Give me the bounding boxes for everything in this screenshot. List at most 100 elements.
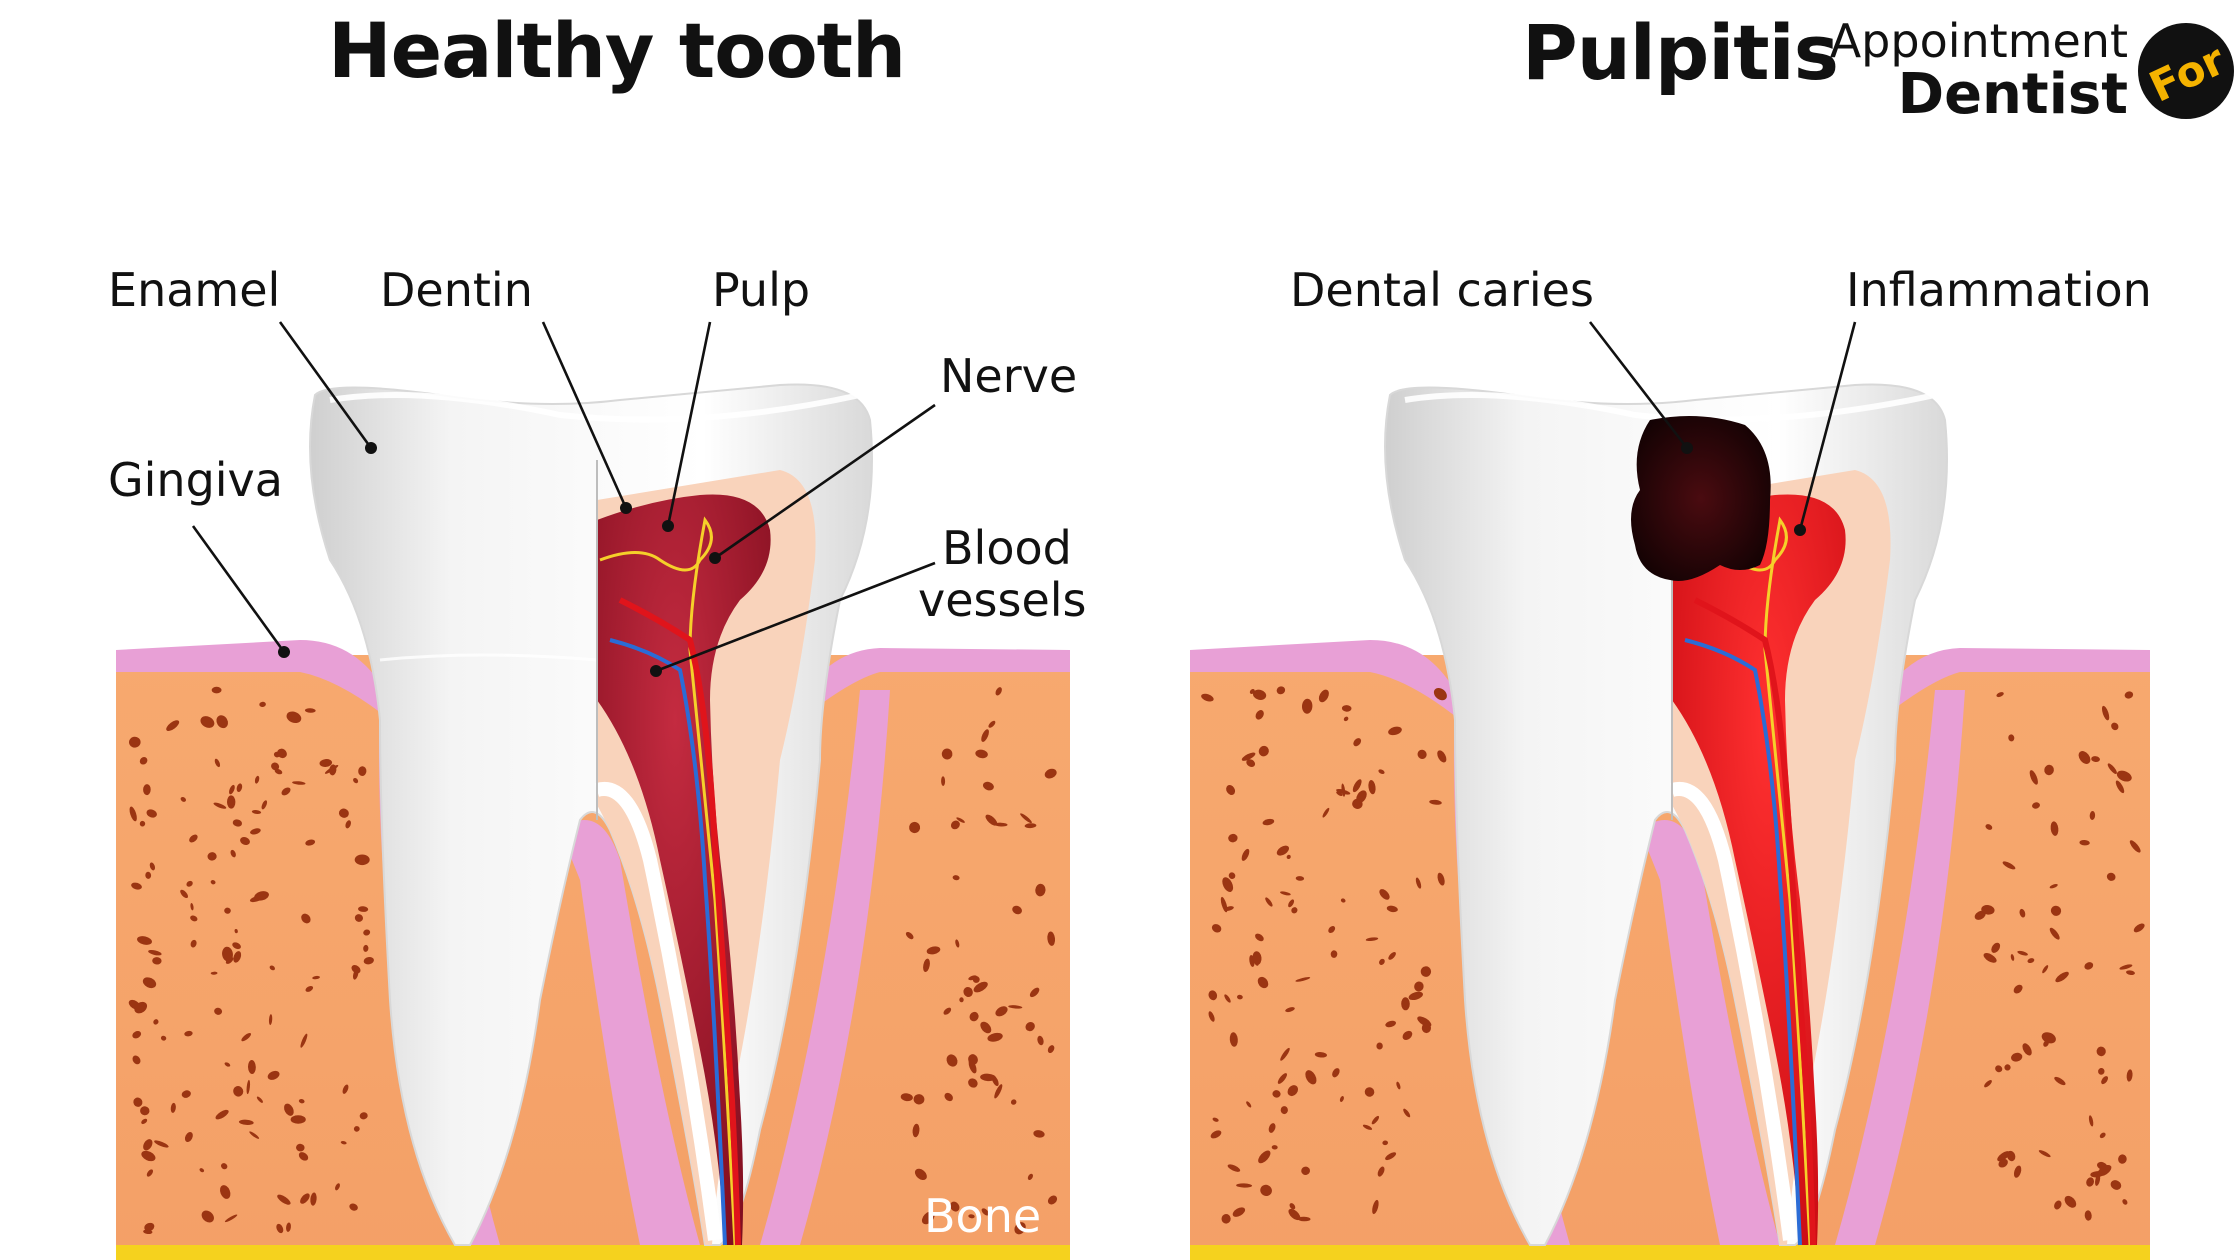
bone-pore	[1433, 687, 1447, 701]
bone-pore	[995, 687, 1002, 696]
bone-pore	[941, 748, 953, 760]
bone-pore	[1047, 1045, 1055, 1054]
bone-pore	[353, 1126, 360, 1132]
bone-pore	[1223, 906, 1234, 912]
bone-pore	[1033, 1130, 1045, 1138]
bone-pore	[987, 1032, 1003, 1042]
bone-pore	[2044, 764, 2054, 776]
bone-pore	[1420, 966, 1432, 977]
bone-pore	[1328, 926, 1336, 933]
bone-pore	[199, 1168, 205, 1173]
bone-pore	[219, 1185, 231, 1199]
bone-pore	[1301, 698, 1313, 714]
bone-pore	[2098, 1068, 2105, 1075]
bone-pore	[2101, 705, 2110, 721]
bone-pore	[1010, 1099, 1017, 1105]
bone-pore	[146, 1169, 154, 1177]
bone-pore	[1008, 1005, 1023, 1009]
bone-pore	[981, 1208, 990, 1216]
bone-pore	[1332, 1068, 1340, 1078]
bone-pore	[1208, 990, 1218, 1001]
bone-pore	[1280, 891, 1291, 896]
bone-pore	[1272, 1090, 1281, 1098]
bone-pore	[132, 1031, 142, 1039]
bone-pore	[304, 708, 316, 713]
bone-pore	[250, 828, 261, 835]
vein-right	[1684, 638, 1802, 1246]
bone-pore	[338, 808, 349, 818]
bone-pore	[319, 759, 333, 767]
bone-pore	[963, 986, 973, 998]
bone-pore	[1997, 1151, 2010, 1162]
bone-pore	[210, 971, 218, 975]
healthy-tooth-illustration	[116, 383, 1070, 1260]
bone-pore	[2129, 840, 2141, 853]
bone-pore	[281, 787, 291, 796]
bone-pore	[968, 1214, 975, 1219]
pulpitis-title: Pulpitis	[1522, 8, 1839, 97]
bone-pore	[955, 939, 960, 948]
bone-pore	[1268, 1123, 1276, 1133]
bone-pore	[1336, 791, 1343, 796]
label-vessels: vessels	[918, 573, 1087, 627]
bone-pore	[141, 1150, 156, 1162]
bone-pore	[234, 929, 238, 934]
bone-pore	[284, 1103, 294, 1116]
bone-pore	[2084, 962, 2094, 970]
bone-pore	[1224, 994, 1231, 1003]
logo-line-dentist: Dentist	[1897, 62, 2128, 127]
bone-pore	[909, 821, 921, 834]
bone-pore	[1047, 931, 1056, 946]
bone-pore	[2107, 763, 2117, 774]
bone-pore	[1343, 716, 1349, 722]
bone-pore	[1336, 789, 1351, 795]
bone-pore	[2049, 927, 2060, 940]
bone-pore	[1287, 1085, 1299, 1097]
bone-pore	[246, 1079, 251, 1095]
bone-pore	[1368, 779, 1376, 795]
bone-pore	[189, 834, 198, 843]
bone-pore	[1047, 1195, 1058, 1205]
bone-pore	[240, 836, 250, 846]
bone-pore	[298, 1152, 309, 1161]
bone-pore	[2004, 1064, 2011, 1071]
bone-pore	[1356, 790, 1367, 804]
label-dentin: Dentin	[380, 263, 533, 317]
bone-pore	[1229, 1032, 1238, 1047]
label-pulp: Pulp	[712, 263, 811, 317]
bone-pore	[1984, 1080, 1992, 1088]
bone-pore	[1314, 1052, 1327, 1058]
bone-pore	[1401, 997, 1410, 1011]
bone-pore	[277, 1194, 291, 1205]
bone-pore	[359, 1112, 368, 1120]
bone-pore	[2055, 971, 2069, 983]
bone-pore	[214, 1007, 223, 1015]
bone-pore	[972, 976, 980, 983]
bone-pore	[900, 1093, 913, 1102]
bone-pore	[139, 820, 146, 827]
bone-pore	[358, 906, 369, 912]
bone-pore	[946, 1054, 958, 1067]
bone-pore	[2097, 1164, 2112, 1177]
bone-pore	[2089, 811, 2096, 820]
bone-pore	[950, 1201, 960, 1212]
bone-pore	[1376, 1042, 1383, 1050]
bone-pore	[236, 783, 243, 792]
bone-pore	[2101, 1076, 2109, 1085]
bone-pore	[2019, 908, 2026, 918]
bone-pore	[1280, 1106, 1288, 1115]
bone-pore	[1252, 951, 1262, 965]
label-blood: Blood	[942, 521, 1072, 575]
bone-pore	[254, 775, 260, 784]
bone-pore	[1396, 1081, 1401, 1090]
bone-pore	[973, 981, 988, 993]
label-dental-caries: Dental caries	[1290, 263, 1594, 317]
bone-pore	[1241, 848, 1250, 861]
bone-pore	[184, 1030, 193, 1037]
bone-pore	[129, 806, 137, 822]
bone-pore	[305, 839, 316, 846]
bone-pore	[1388, 726, 1402, 736]
bone-pore	[2013, 984, 2023, 994]
bone-pore	[207, 852, 217, 861]
bone-pore	[1228, 833, 1238, 843]
